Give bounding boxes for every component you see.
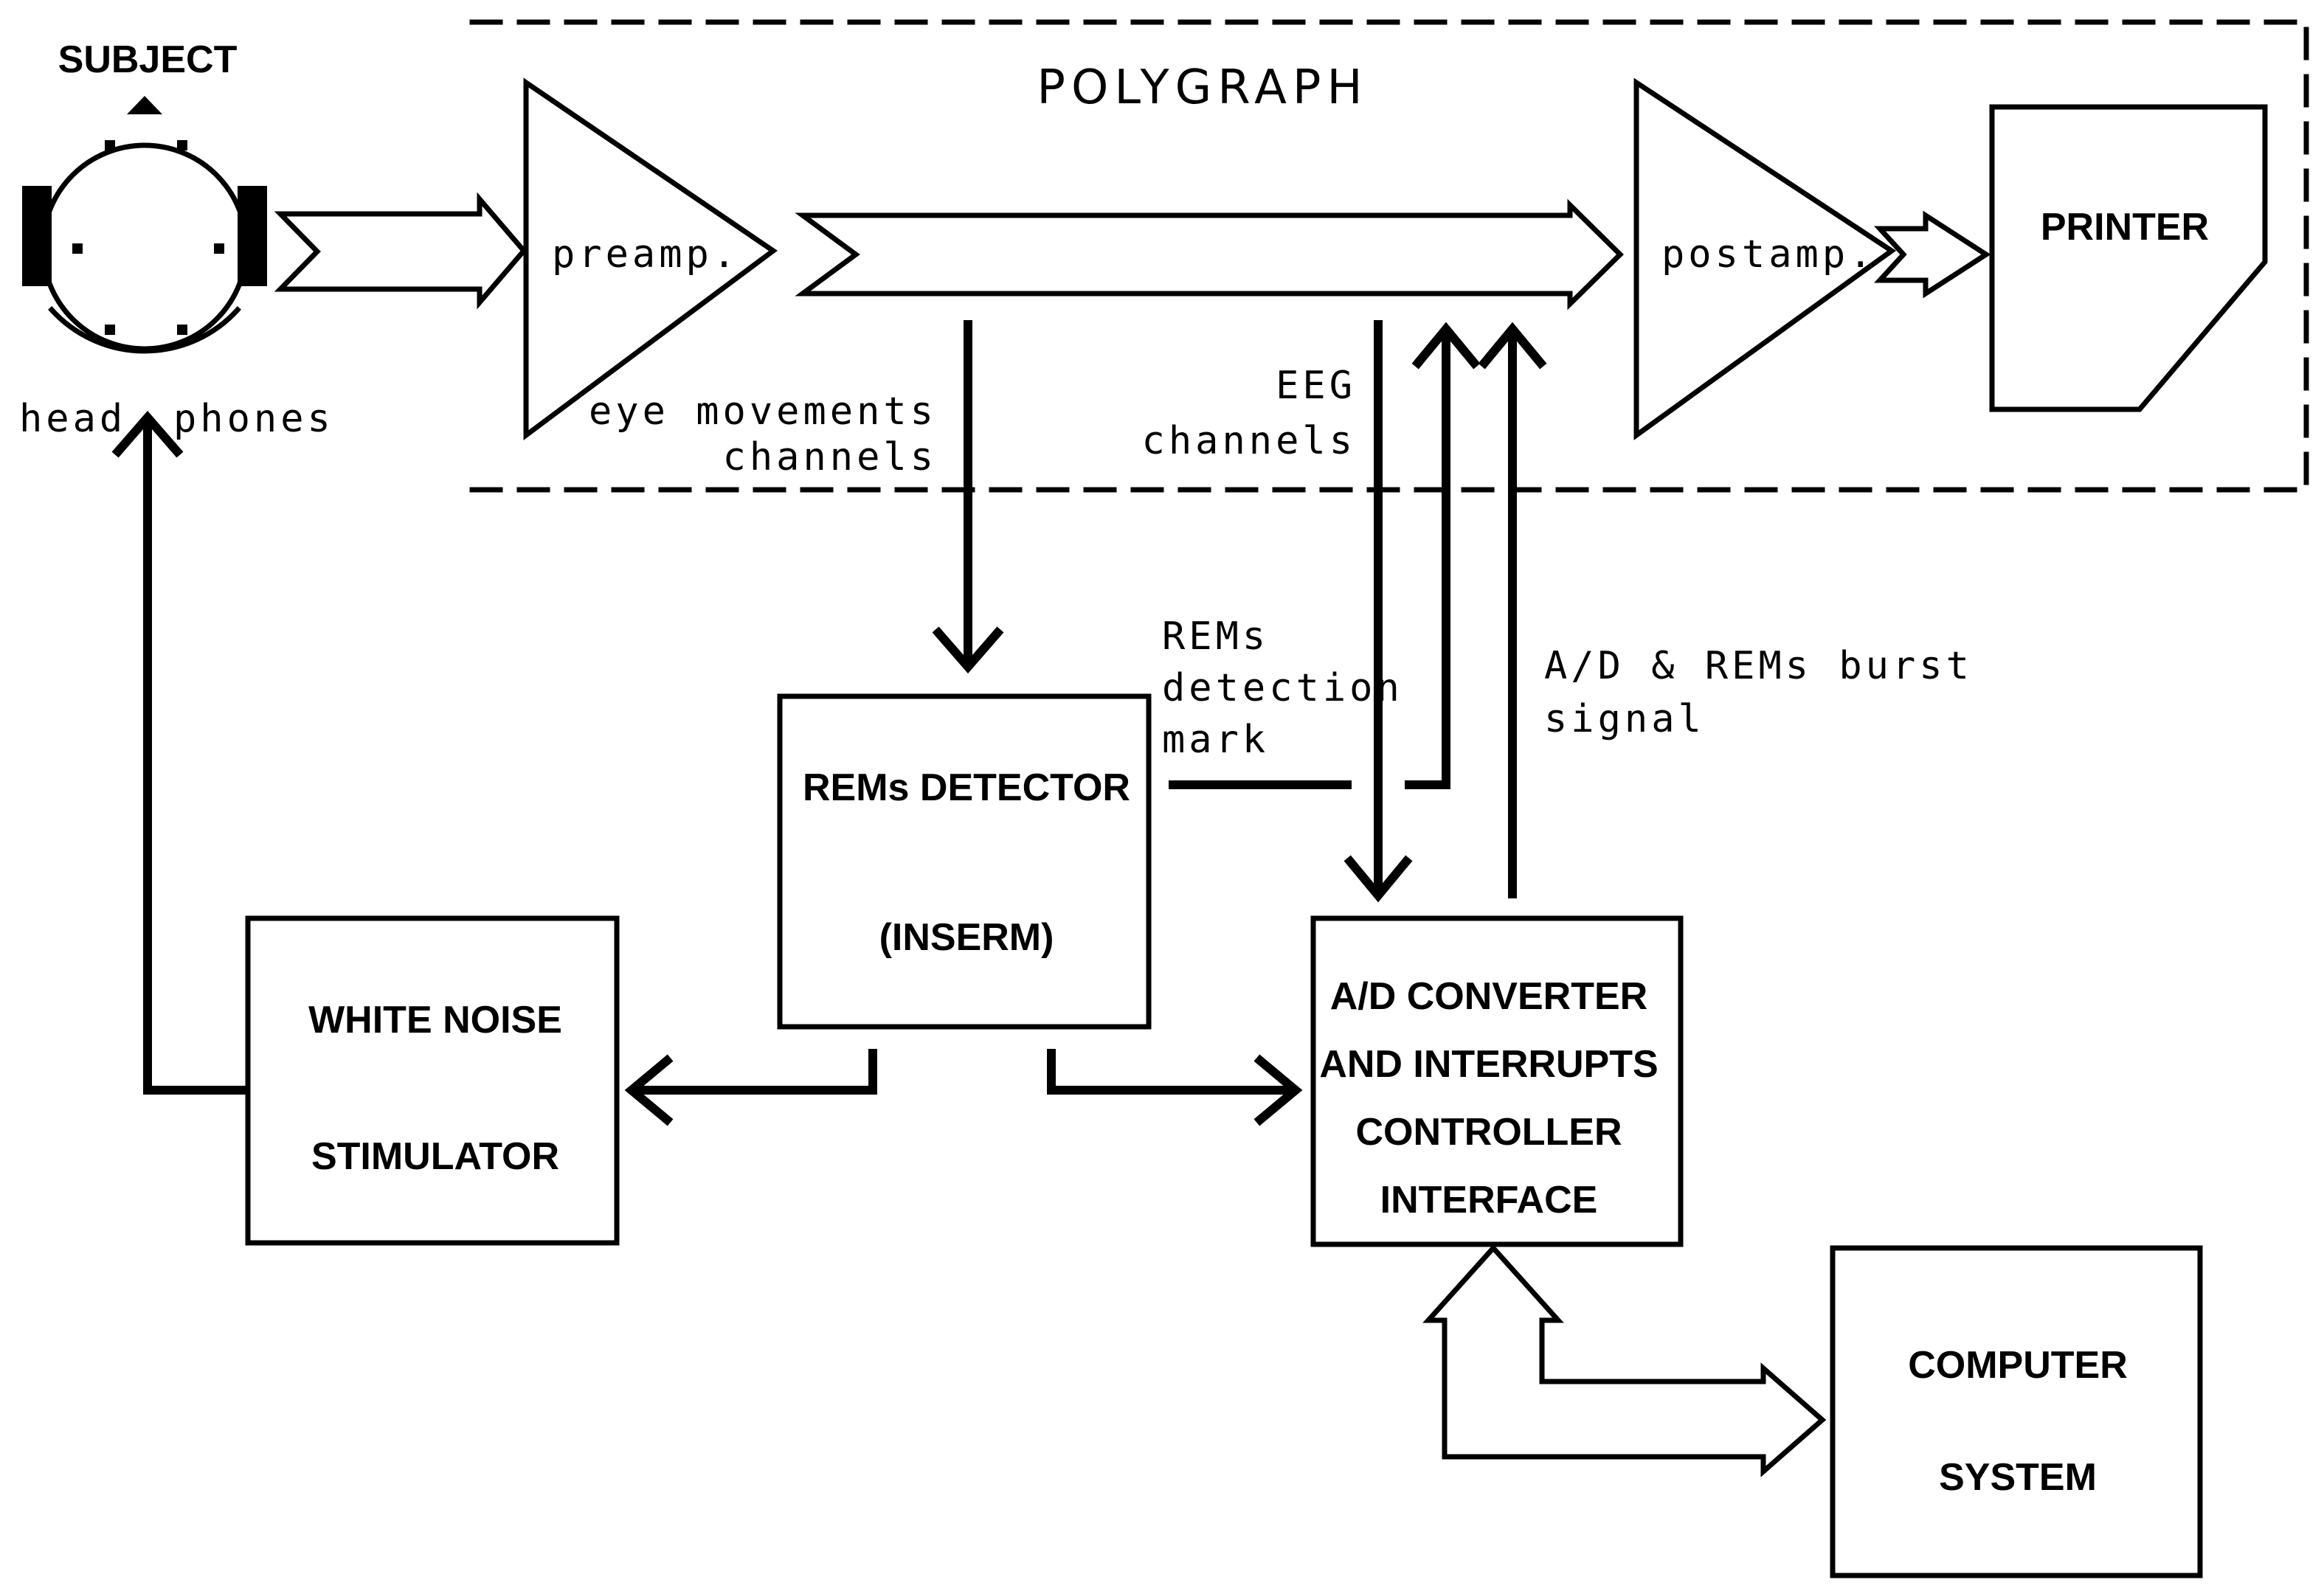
head-label: head (19, 397, 126, 441)
polygraph-title: POLYGRAPH (1037, 60, 1368, 115)
eye-movements-label: eye movements (589, 389, 937, 434)
white-noise-box (245, 915, 620, 1246)
eeg-channels-label: channels (1142, 419, 1356, 463)
signal-arrow-postamp-printer (1874, 210, 1991, 299)
printer-box (1989, 104, 2268, 412)
polygraph-boundary (469, 19, 2309, 493)
rems-mark-line3: mark (1162, 718, 1269, 762)
arrow-detector-to-white-noise (624, 1049, 877, 1126)
rems-detector-box (777, 693, 1152, 1030)
rems-detector-line1: REMs DETECTOR (803, 766, 1130, 809)
ad-converter-line1: A/D CONVERTER (1330, 975, 1647, 1018)
arrow-white-noise-to-headphones (111, 410, 248, 1095)
postamp-label: postamp. (1661, 232, 1875, 277)
phones-label: phones (173, 397, 334, 441)
arrow-eye-to-detector (932, 320, 1004, 674)
white-noise-line1: WHITE NOISE (308, 999, 562, 1041)
computer-line2: SYSTEM (1939, 1456, 2097, 1499)
computer-system-box (1830, 1245, 2203, 1578)
subject-head-icon: SUBJECT (22, 38, 267, 354)
eeg-label: EEG (1276, 364, 1356, 408)
ad-converter-line4: INTERFACE (1380, 1179, 1598, 1221)
ad-burst-line1: A/D & REMs burst (1544, 644, 1973, 688)
arrow-ad-to-polygraph (1478, 322, 1547, 898)
printer-label: PRINTER (2041, 206, 2209, 249)
rems-mark-line1: REMs (1162, 614, 1269, 659)
rems-detector-line2: (INSERM) (879, 916, 1054, 959)
white-noise-line2: STIMULATOR (311, 1135, 559, 1178)
ad-converter-box (1310, 915, 1684, 1247)
preamp-triangle (523, 77, 778, 440)
arrow-detector-to-ad (1047, 1049, 1303, 1126)
eye-channels-label: channels (723, 435, 937, 479)
subject-label: SUBJECT (58, 38, 238, 81)
postamp-triangle (1633, 77, 1897, 440)
preamp-label: preamp. (552, 232, 739, 277)
signal-arrow-preamp-postamp (795, 198, 1624, 311)
signal-arrow-subject-preamp (274, 192, 528, 310)
arrow-ad-computer-bidirectional (1422, 1244, 1827, 1477)
arrow-eeg-to-ad (1343, 320, 1413, 903)
nose-marker (127, 96, 162, 114)
ad-converter-line3: CONTROLLER (1355, 1111, 1622, 1154)
computer-line1: COMPUTER (1908, 1344, 2128, 1387)
arrow-rems-mark-to-polygraph (1169, 322, 1481, 789)
ad-burst-line2: signal (1544, 697, 1705, 741)
rems-mark-line2: detection (1162, 666, 1403, 710)
ad-converter-line2: AND INTERRUPTS (1319, 1043, 1658, 1086)
